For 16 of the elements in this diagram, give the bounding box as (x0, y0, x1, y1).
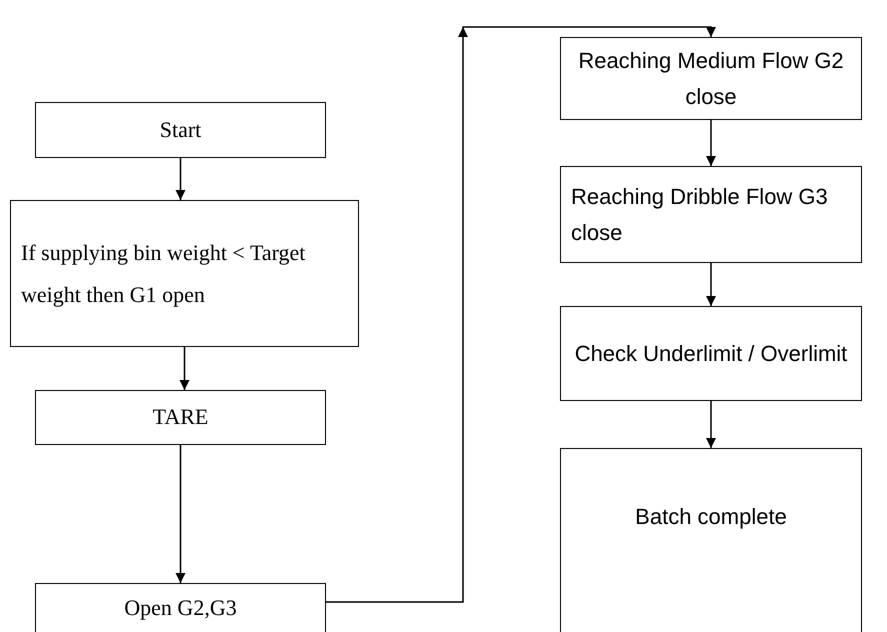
process-box (560, 306, 862, 401)
process-box (35, 102, 326, 158)
step-text: Check Underlimit / Overlimit (574, 340, 848, 368)
step-text: Reaching Medium Flow G2 close (577, 47, 845, 110)
step-text: If supplying bin weight < Target weight then G1 open (21, 238, 306, 309)
process-box (10, 200, 359, 347)
step-text: Open G2,G3 (123, 594, 238, 622)
step-text: Batch complete (634, 503, 788, 531)
process-box (560, 37, 862, 120)
step-text: Start (158, 116, 202, 144)
step-text: TARE (152, 403, 210, 432)
process-box (35, 583, 326, 632)
process-box (560, 448, 862, 632)
process-box (35, 390, 326, 445)
process-box (560, 166, 862, 263)
step-text: Reaching Dribble Flow G3 close (571, 183, 829, 246)
